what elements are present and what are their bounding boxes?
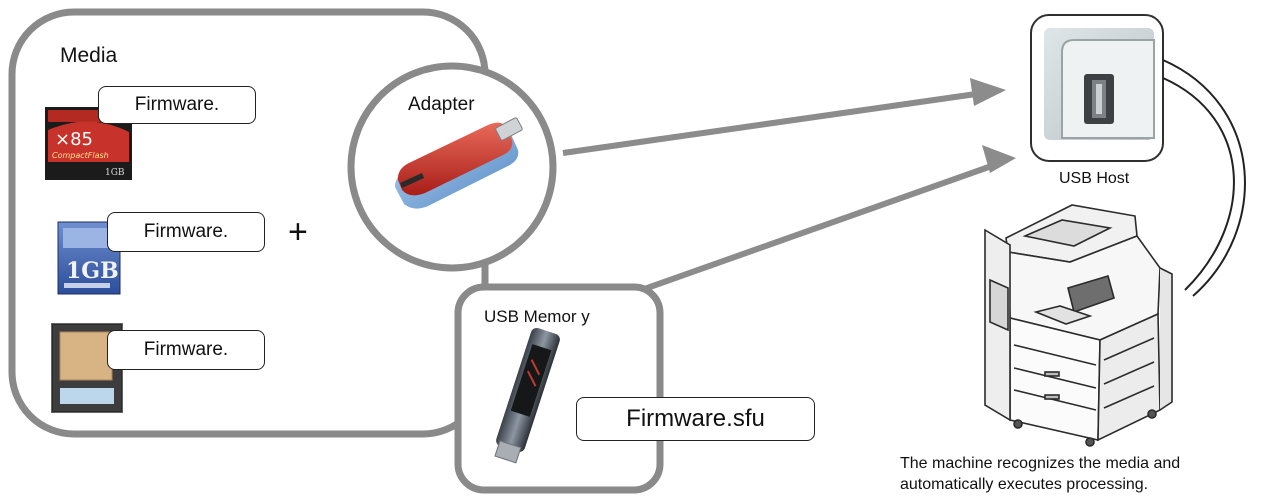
multifunction-printer-icon	[984, 204, 1173, 447]
card-reader-adapter-icon	[395, 117, 523, 209]
usb-host-label: USB Host	[1059, 170, 1130, 187]
firmware-label-text: Firmware.	[143, 339, 229, 360]
adapter-label: Adapter	[408, 94, 475, 115]
usb-port-icon	[1044, 28, 1155, 140]
plus-sign: +	[288, 213, 308, 251]
machine-caption-line1: The machine recognizes the media and	[900, 455, 1181, 472]
svg-text:1GB: 1GB	[105, 168, 125, 178]
usb-memory-label: USB Memor y	[484, 307, 590, 326]
firmware-label-text: Firmware.	[134, 94, 220, 115]
arrow-adapter-to-host	[562, 78, 1006, 156]
firmware-label-compactflash: Firmware.	[98, 86, 256, 124]
machine-caption-line2: automatically executes processing.	[900, 476, 1149, 493]
compactflash-card-icon: ×85 CompactFlash 1GB	[45, 107, 132, 180]
svg-text:×85: ×85	[55, 129, 93, 150]
usb-stick-icon	[494, 327, 560, 464]
svg-text:1GB: 1GB	[66, 258, 119, 284]
firmware-label-text: Firmware.	[143, 221, 229, 242]
arrow-usb-memory-to-host	[631, 145, 1016, 296]
connector-curve	[1162, 59, 1246, 297]
sd-card-icon: 1GB	[57, 221, 121, 295]
svg-text:CompactFlash: CompactFlash	[52, 151, 109, 160]
firmware-label-sd: Firmware.	[107, 212, 265, 252]
firmware-label-smartmedia: Firmware.	[107, 330, 265, 370]
firmware-sfu-text: Firmware.sfu	[626, 405, 765, 432]
media-title: Media	[60, 44, 118, 67]
firmware-sfu-label: Firmware.sfu	[576, 397, 815, 441]
